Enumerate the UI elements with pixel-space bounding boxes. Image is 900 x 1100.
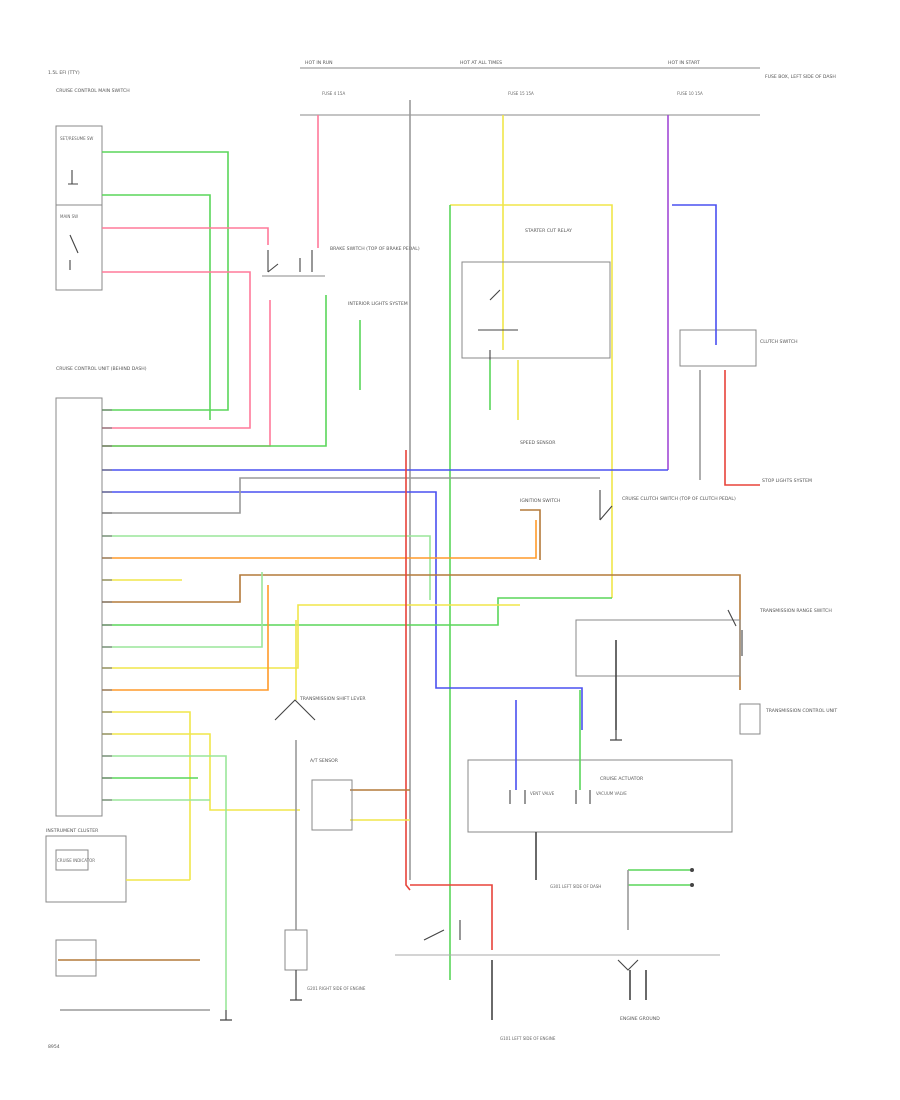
set-resume-label: SET/RESUME SW — [60, 136, 93, 141]
fuse-2-label: FUSE 15 15A — [508, 91, 534, 96]
clutch-switch: CLUTCH SWITCH STOP LIGHTS SYSTEM — [672, 204, 812, 486]
brake-wires — [102, 295, 361, 447]
speed-sensor-label: SPEED SENSOR — [520, 440, 556, 446]
grounds — [220, 730, 694, 1021]
trans-control-label: TRANSMISSION CONTROL UNIT — [765, 708, 837, 714]
unit-wires — [102, 450, 741, 1010]
ground-dash-label: G301 LEFT SIDE OF DASH — [550, 884, 601, 889]
cruise-unit-title: CRUISE CONTROL UNIT (BEHIND DASH) — [56, 366, 147, 372]
ground-left-label: G101 LEFT SIDE OF ENGINE — [500, 1036, 556, 1041]
fuse-box-label: FUSE BOX, LEFT SIDE OF DASH — [765, 74, 836, 80]
main-switch-label: MAIN SW — [60, 214, 78, 219]
power-bus: HOT IN RUN HOT AT ALL TIMES HOT IN START… — [300, 60, 836, 116]
footer-code: 8954 — [48, 1044, 60, 1050]
brake-switch: BRAKE SWITCH (TOP OF BRAKE PEDAL) INTERI… — [262, 246, 420, 307]
actuator-label: CRUISE ACTUATOR — [600, 776, 644, 782]
illumination: ENGINE GROUND — [617, 869, 690, 1022]
cruise-switch-title: CRUISE CONTROL MAIN SWITCH — [56, 88, 130, 94]
cruise-clutch-label: CRUISE CLUTCH SWITCH (TOP OF CLUTCH PEDA… — [622, 496, 736, 502]
a-t-sensor-label: A/T SENSOR — [310, 758, 339, 764]
vent-valve-label: VENT VALVE — [530, 791, 555, 796]
system-label: 1.5L EFI (TTY) — [48, 70, 80, 76]
engine-ground-label: ENGINE GROUND — [620, 1016, 660, 1022]
interior-lights-label: INTERIOR LIGHTS SYSTEM — [348, 301, 408, 307]
bus-label-start: HOT IN START — [668, 60, 700, 66]
instrument-cluster-label: INSTRUMENT CLUSTER — [46, 828, 99, 834]
vacuum-valve-label: VACUUM VALVE — [596, 791, 627, 796]
transmission-range-switch: TRANSMISSION RANGE SWITCH TRANSMISSION C… — [575, 608, 837, 735]
main-switch-wires — [102, 151, 269, 429]
speed-sensor-bottom: G101 LEFT SIDE OF ENGINE — [395, 884, 720, 1041]
transmission-shift: TRANSMISSION SHIFT LEVER A/T SENSOR G201… — [274, 620, 410, 991]
starter-cut-relay: STARTER CUT RELAY SPEED SENSOR — [449, 204, 613, 980]
clutch-switch-label: CLUTCH SWITCH — [760, 339, 798, 345]
cruise-control-unit: CRUISE CONTROL UNIT (BEHIND DASH) — [55, 366, 147, 817]
cruise-actuator: CRUISE ACTUATOR VENT VALVE VACUUM VALVE … — [467, 690, 733, 889]
trans-shift-label: TRANSMISSION SHIFT LEVER — [299, 696, 366, 702]
fuse-3-label: FUSE 10 15A — [677, 91, 703, 96]
bus-label-run: HOT IN RUN — [305, 60, 333, 66]
trans-range-label: TRANSMISSION RANGE SWITCH — [759, 608, 832, 614]
stop-lights-label: STOP LIGHTS SYSTEM — [762, 478, 812, 484]
brake-switch-label: BRAKE SWITCH (TOP OF BRAKE PEDAL) — [330, 246, 420, 252]
fuse-1-label: FUSE 4 15A — [322, 91, 345, 96]
cruise-indicator-label: CRUISE INDICATOR — [57, 858, 95, 863]
unit-pins — [102, 409, 112, 801]
ground-right-label: G201 RIGHT SIDE OF ENGINE — [307, 986, 366, 991]
ignition-switch-label: IGNITION SWITCH — [520, 498, 560, 504]
bus-label-all-times: HOT AT ALL TIMES — [460, 60, 502, 66]
instrument-cluster: INSTRUMENT CLUSTER CRUISE INDICATOR — [45, 828, 210, 1011]
cruise-main-switch: CRUISE CONTROL MAIN SWITCH SET/RESUME SW… — [55, 88, 130, 291]
starter-relay-label: STARTER CUT RELAY — [525, 228, 572, 234]
cruise-clutch-switch: CRUISE CLUTCH SWITCH (TOP OF CLUTCH PEDA… — [520, 490, 736, 560]
fuse-feeds — [317, 100, 669, 880]
